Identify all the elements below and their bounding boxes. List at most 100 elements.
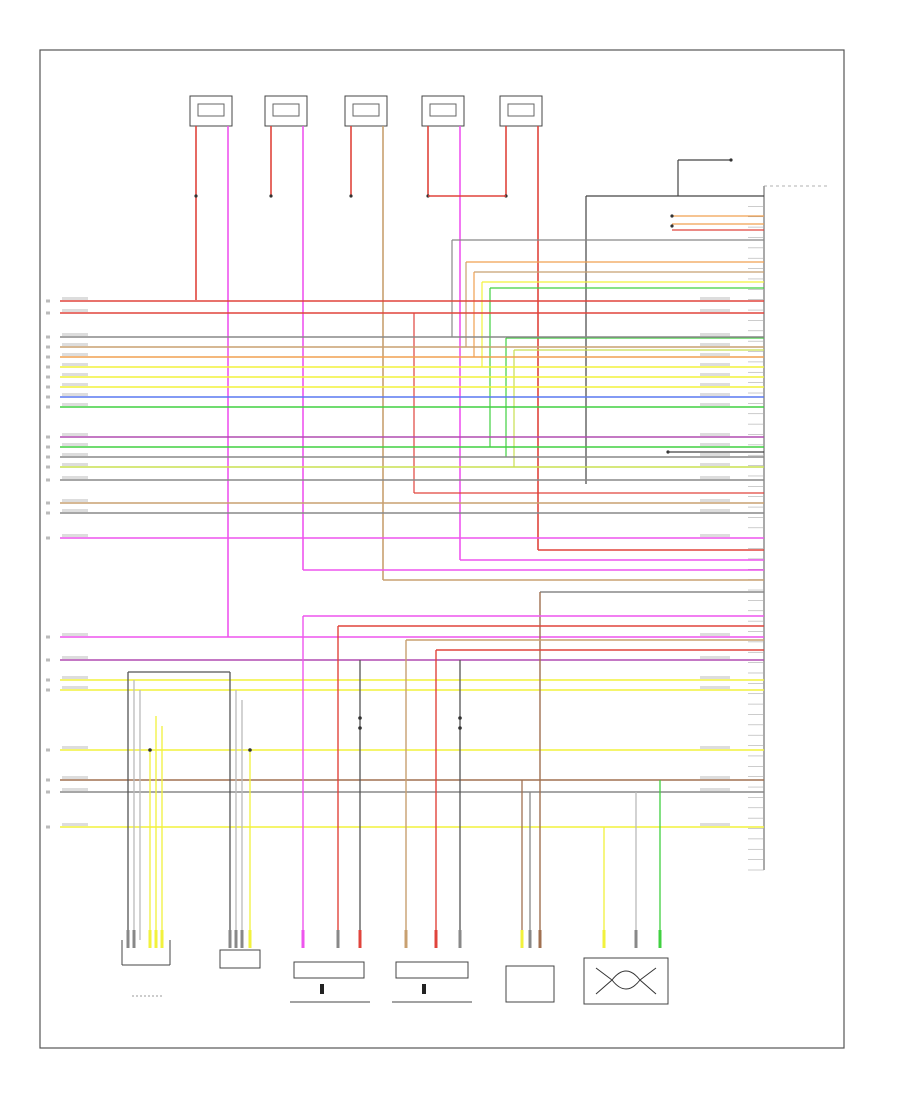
left-pin-mark [46,478,50,482]
left-pin-list [46,299,50,829]
left-pin-mark [46,445,50,449]
left-pin-mark [46,658,50,662]
bottom-component-c1 [121,940,171,997]
pin-stub [248,930,252,948]
left-pin-mark [46,375,50,379]
left-pin-mark [46,299,50,303]
wire-label-mark [700,463,730,466]
left-pin-mark [46,385,50,389]
pin-stub [132,930,136,948]
wire-label-mark [62,383,88,386]
left-pin-mark [46,511,50,515]
sensor-element [320,984,324,994]
bottom-component-c5 [505,965,555,1003]
ecm-connector [748,185,828,871]
left-pin-mark [46,335,50,339]
left-pin-mark [46,635,50,639]
pin-stub [301,930,305,948]
splice-dot [358,716,362,720]
wire-label-mark [700,633,730,636]
top-component-ht3 [344,95,388,127]
wire-label-mark [700,393,730,396]
wire-label-mark [62,686,88,689]
component-heater [352,103,380,117]
wire-label-mark [700,383,730,386]
pin-stub [240,930,244,948]
pin-stub [358,930,362,948]
splice-dot [194,194,198,198]
pin-stub [520,930,524,948]
wire-label-mark [700,433,730,436]
pin-stub [434,930,438,948]
bottom-component-c3 [290,961,370,1003]
wire-label-mark [62,676,88,679]
wire-label-mark [62,656,88,659]
left-pin-mark [46,355,50,359]
right-connector-drops [302,549,764,940]
wire-label-mark [700,509,730,512]
wire-label-mark [62,776,88,779]
left-pin-mark [46,825,50,829]
component-body [395,961,469,979]
wire-label-mark [700,746,730,749]
wire-label-mark [62,333,88,336]
wire-label-mark [62,476,88,479]
pin-stub [404,930,408,948]
wire-label-mark [700,686,730,689]
left-pin-mark [46,778,50,782]
wire-label-mark [62,393,88,396]
wire-label-mark [700,443,730,446]
bottom-component-c4 [392,961,472,1003]
component-heater [197,103,225,117]
upper-right-harness [452,158,764,484]
pin-stub [154,930,158,948]
component-body [219,949,261,969]
pin-stub [634,930,638,948]
wire-label-mark [62,534,88,537]
wire-label-mark [62,633,88,636]
wire-label-mark [700,343,730,346]
wire-label-mark [700,403,730,406]
left-pin-mark [46,501,50,505]
top-component-ht2 [264,95,308,127]
ecm-pin-list [748,195,764,871]
wire-label-mark [62,373,88,376]
left-pin-mark [46,465,50,469]
wire-label-mark [700,788,730,791]
pin-stub [234,930,238,948]
left-pin-mark [46,748,50,752]
splice-dot [729,158,733,162]
pin-stub [538,930,542,948]
wire-label-mark [700,776,730,779]
splice-dot [148,748,152,752]
wire-label-mark [700,534,730,537]
pin-stub [148,930,152,948]
wire-label-mark [700,333,730,336]
wire-label-mark [700,476,730,479]
wire-label-mark [62,453,88,456]
component-heater [507,103,535,117]
coil-symbol [595,967,657,995]
wire-label-mark [62,353,88,356]
left-pin-mark [46,455,50,459]
wire-label-mark [62,343,88,346]
splice-dot [248,748,252,752]
sensor-element [422,984,426,994]
wire-label-mark [700,363,730,366]
splice-dot [670,214,674,218]
pin-stub [336,930,340,948]
pin-stub [528,930,532,948]
wire-label-mark [62,433,88,436]
wire-label-mark [62,499,88,502]
left-pin-mark [46,536,50,540]
splice-dot [670,224,674,228]
wire-label-mark [62,746,88,749]
component-body [293,961,365,979]
wire-label-mark [62,509,88,512]
left-pin-mark [46,365,50,369]
top-component-ht1 [189,95,233,127]
pin-stub [126,930,130,948]
left-pin-mark [46,688,50,692]
wire-label-mark [700,823,730,826]
